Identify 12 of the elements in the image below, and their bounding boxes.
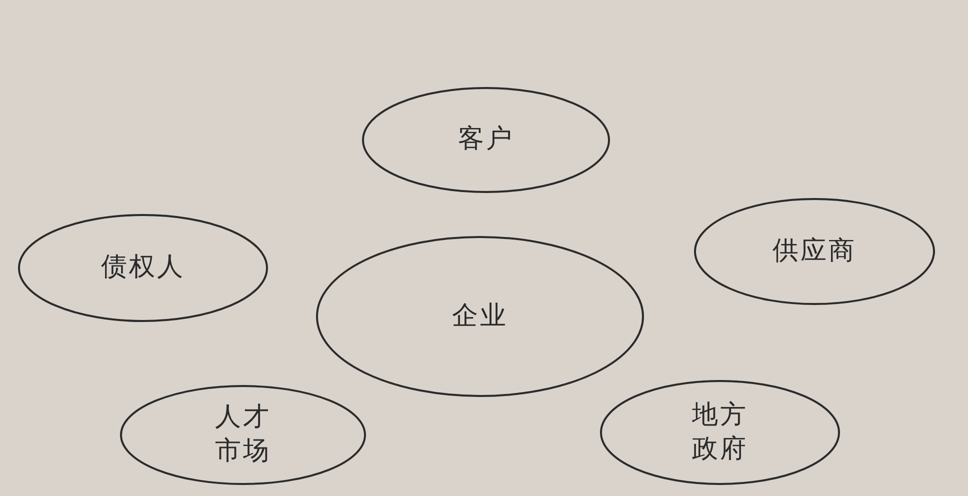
node-label: 企业 (452, 300, 508, 333)
node-label: 债权人 (101, 251, 185, 284)
ellipse-node (316, 236, 644, 397)
ellipse-node (120, 385, 366, 485)
ellipse-node (18, 214, 268, 322)
node-label: 人才市场 (214, 401, 272, 468)
node-label: 客户 (458, 123, 514, 156)
ellipse-node (600, 380, 840, 485)
ellipse-node (694, 198, 935, 305)
node-label: 供应商 (772, 234, 856, 268)
node-label: 地方政府 (691, 398, 749, 466)
ellipse-node (362, 87, 610, 193)
